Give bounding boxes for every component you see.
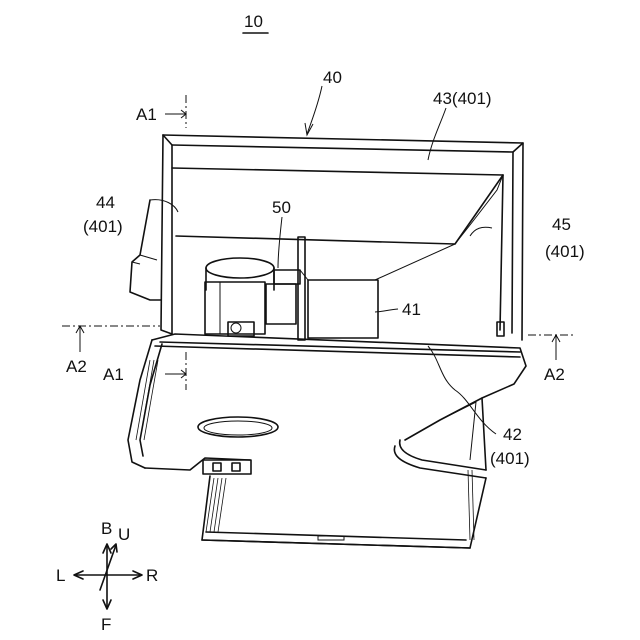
- label-a1-bottom: A1: [103, 365, 124, 384]
- direction-indicator: B U L R F: [56, 519, 158, 634]
- axis-right: R: [146, 566, 158, 585]
- label-a1-top: A1: [136, 105, 157, 124]
- housing-40: [161, 135, 523, 340]
- figure-number: 10: [244, 12, 263, 31]
- label-41: 41: [402, 300, 421, 319]
- axis-left: L: [56, 566, 65, 585]
- axis-front: F: [101, 615, 111, 634]
- left-side-bracket: [130, 200, 161, 300]
- fan-unit-50: [205, 237, 378, 340]
- label-44-number: 44: [96, 193, 115, 212]
- reference-labels: 40 43(401) 44 (401) 45 (401) 50 41 42 (4…: [66, 68, 585, 468]
- label-45-sub: (401): [545, 242, 585, 261]
- axis-up: U: [118, 525, 130, 544]
- label-a2-left: A2: [66, 357, 87, 376]
- axis-back: B: [101, 519, 112, 538]
- label-43: 43(401): [433, 89, 492, 108]
- label-42-number: 42: [503, 425, 522, 444]
- bottom-panel-42: [128, 334, 526, 548]
- label-40: 40: [323, 68, 342, 87]
- label-a2-right: A2: [544, 365, 565, 384]
- label-50: 50: [272, 198, 291, 217]
- label-44-sub: (401): [83, 217, 123, 236]
- label-45-number: 45: [552, 215, 571, 234]
- label-42-sub: (401): [490, 449, 530, 468]
